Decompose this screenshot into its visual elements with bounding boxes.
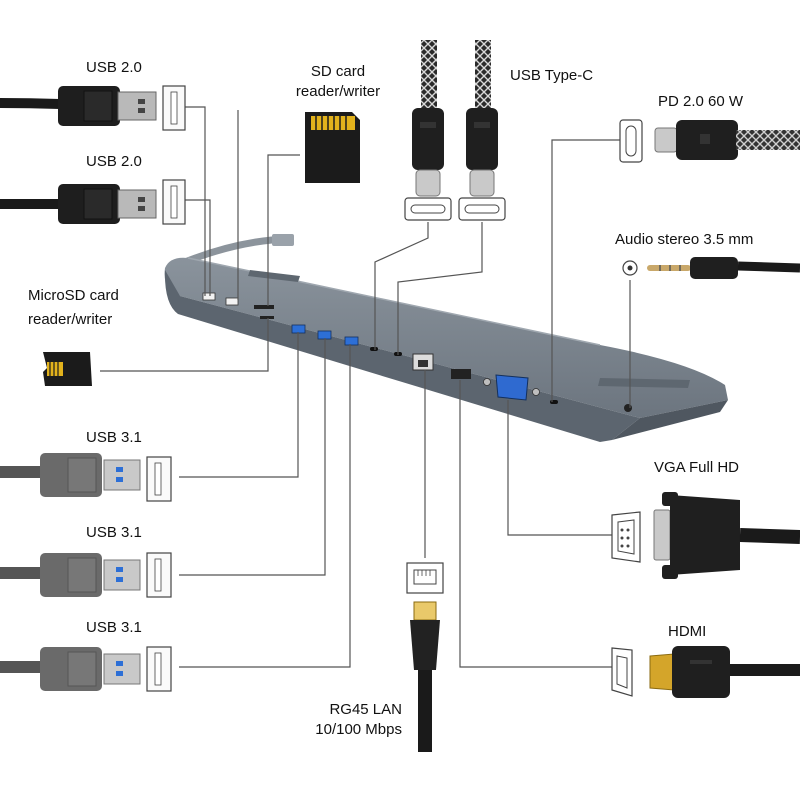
label-lan-line2: 10/100 Mbps bbox=[315, 721, 402, 738]
label-usb31-c: USB 3.1 bbox=[86, 619, 142, 636]
label-audio: Audio stereo 3.5 mm bbox=[615, 231, 754, 248]
label-usb2-top: USB 2.0 bbox=[86, 59, 142, 76]
usb2-port-top bbox=[162, 85, 186, 131]
pd-cable bbox=[654, 120, 800, 160]
label-sd-line2: reader/writer bbox=[295, 83, 381, 100]
label-hdmi: HDMI bbox=[668, 623, 707, 640]
usb31-cable-a bbox=[0, 453, 141, 497]
microsd-card-icon bbox=[43, 352, 92, 386]
label-usb31-a: USB 3.1 bbox=[86, 429, 142, 446]
label-microsd-line1: MicroSD card bbox=[28, 287, 119, 304]
usb2-cable-top bbox=[0, 86, 157, 126]
vga-cable bbox=[653, 492, 800, 579]
label-pd: PD 2.0 60 W bbox=[658, 93, 744, 110]
label-usb31-b: USB 3.1 bbox=[86, 524, 142, 541]
pd-port bbox=[619, 119, 643, 163]
usb31-port-c bbox=[146, 646, 172, 692]
leader-lines bbox=[100, 106, 631, 668]
audio-jack-cable bbox=[622, 257, 800, 279]
usb31-port-a bbox=[146, 456, 172, 502]
usb31-cable-c bbox=[0, 647, 141, 691]
label-vga: VGA Full HD bbox=[654, 459, 740, 476]
rj45-port bbox=[406, 562, 444, 594]
label-microsd-line2: reader/writer bbox=[28, 311, 113, 328]
vga-port bbox=[611, 511, 641, 563]
hub-ports bbox=[202, 292, 632, 412]
label-sd-line1: SD card bbox=[310, 63, 366, 80]
usb31-port-b bbox=[146, 552, 172, 598]
hdmi-cable bbox=[649, 646, 800, 698]
usb-c-cable-right bbox=[466, 40, 498, 197]
label-usb-type-c: USB Type-C bbox=[510, 67, 594, 84]
hdmi-port bbox=[611, 647, 633, 697]
label-lan-line1: RG45 LAN bbox=[329, 701, 402, 718]
usb-c-port-right bbox=[458, 197, 506, 221]
docking-hub bbox=[164, 234, 729, 442]
usb-c-port-left bbox=[404, 197, 452, 221]
rj45-cable bbox=[410, 601, 440, 752]
label-usb2-second: USB 2.0 bbox=[86, 153, 142, 170]
usb2-cable-second bbox=[0, 184, 157, 224]
usb31-cable-b bbox=[0, 553, 141, 597]
usb2-port-second bbox=[162, 179, 186, 225]
sd-card-icon bbox=[305, 112, 360, 183]
usb-c-cable-left bbox=[412, 40, 444, 197]
